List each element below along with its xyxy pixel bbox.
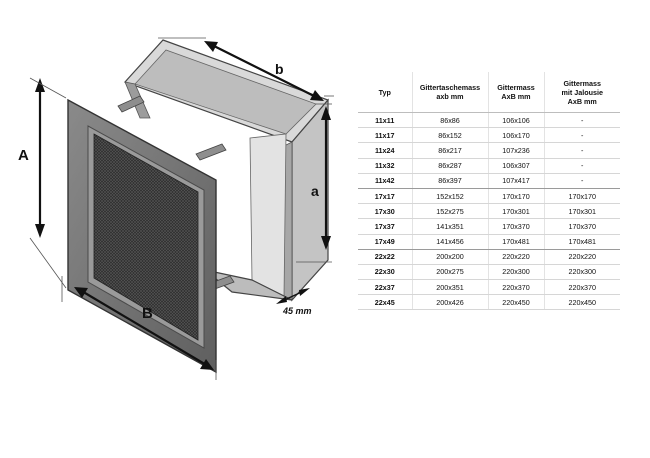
cell-grille-size: 106x106 [487, 112, 544, 129]
mounting-box [117, 39, 330, 302]
cell-grille-louvre-size: 220x450 [543, 294, 620, 311]
cell-typ: 22x30 [358, 264, 412, 281]
cell-grille-size: 170x301 [487, 203, 544, 220]
cell-grille-louvre-size: 220x220 [543, 249, 620, 265]
technical-drawing: A B a b 45 mm [18, 37, 334, 380]
cell-grille-louvre-size: - [543, 173, 620, 189]
header-pocket-size: Gittertaschemass axb mm [411, 72, 488, 113]
dimension-a-label: a [311, 183, 319, 199]
cell-grille-louvre-size: 220x370 [543, 279, 620, 296]
cell-typ: 17x30 [358, 203, 412, 220]
header-grille-size: Gittermass AxB mm [487, 72, 544, 113]
cell-typ: 11x17 [358, 127, 412, 144]
dimension-A-label: A [18, 147, 29, 164]
dimension-B-label: B [142, 305, 153, 322]
cell-typ: 11x32 [358, 158, 412, 174]
cell-pocket-size: 86x397 [411, 173, 488, 189]
cell-grille-size: 170x370 [487, 218, 544, 235]
dimension-lines [35, 41, 331, 370]
cell-typ: 11x11 [358, 112, 412, 129]
table-header-row: Typ Gittertaschemass axb mm Gittermass A… [358, 72, 620, 113]
cell-grille-louvre-size: 170x481 [543, 234, 620, 250]
cell-grille-louvre-size: 170x301 [543, 203, 620, 220]
cell-pocket-size: 200x275 [411, 264, 488, 281]
cell-pocket-size: 200x426 [411, 294, 488, 311]
cell-typ: 22x45 [358, 294, 412, 311]
front-grille [67, 98, 217, 374]
cell-grille-size: 107x417 [487, 173, 544, 189]
cell-typ: 22x37 [358, 279, 412, 296]
cell-pocket-size: 200x351 [411, 279, 488, 296]
cell-grille-louvre-size: - [543, 112, 620, 129]
cell-grille-louvre-size: 170x370 [543, 218, 620, 235]
dimension-b-label: b [275, 61, 284, 77]
cell-pocket-size: 86x152 [411, 127, 488, 144]
cell-pocket-size: 141x351 [411, 218, 488, 235]
depth-label: 45 mm [282, 306, 312, 316]
header-typ: Typ [358, 72, 412, 113]
cell-pocket-size: 152x152 [411, 188, 488, 205]
cell-grille-louvre-size: - [543, 127, 620, 144]
cell-pocket-size: 141x456 [411, 234, 488, 250]
cell-typ: 11x42 [358, 173, 412, 189]
size-table: Typ Gittertaschemass axb mm Gittermass A… [358, 72, 620, 311]
cell-pocket-size: 86x217 [411, 142, 488, 159]
cell-grille-louvre-size: 170x170 [543, 188, 620, 205]
cell-grille-size: 106x307 [487, 158, 544, 174]
cell-typ: 17x17 [358, 188, 412, 205]
cell-typ: 17x37 [358, 218, 412, 235]
cell-grille-size: 170x170 [487, 188, 544, 205]
vent-grille-drawing: A B a b 45 mm [18, 37, 334, 380]
header-grille-louvre-size: Gittermass mit Jalousie AxB mm [543, 72, 620, 113]
cell-grille-size: 107x236 [487, 142, 544, 159]
cell-grille-size: 220x220 [487, 249, 544, 265]
cell-grille-louvre-size: - [543, 142, 620, 159]
cell-grille-size: 220x450 [487, 294, 544, 311]
cell-pocket-size: 86x86 [411, 112, 488, 129]
extension-lines [29, 37, 334, 380]
cell-grille-louvre-size: - [543, 158, 620, 174]
cell-pocket-size: 200x200 [411, 249, 488, 265]
cell-grille-louvre-size: 220x300 [543, 264, 620, 281]
cell-grille-size: 106x170 [487, 127, 544, 144]
cell-typ: 11x24 [358, 142, 412, 159]
cell-typ: 17x49 [358, 234, 412, 250]
cell-grille-size: 220x300 [487, 264, 544, 281]
cell-grille-size: 170x481 [487, 234, 544, 250]
cell-typ: 22x22 [358, 249, 412, 265]
cell-pocket-size: 152x275 [411, 203, 488, 220]
cell-grille-size: 220x370 [487, 279, 544, 296]
cell-pocket-size: 86x287 [411, 158, 488, 174]
